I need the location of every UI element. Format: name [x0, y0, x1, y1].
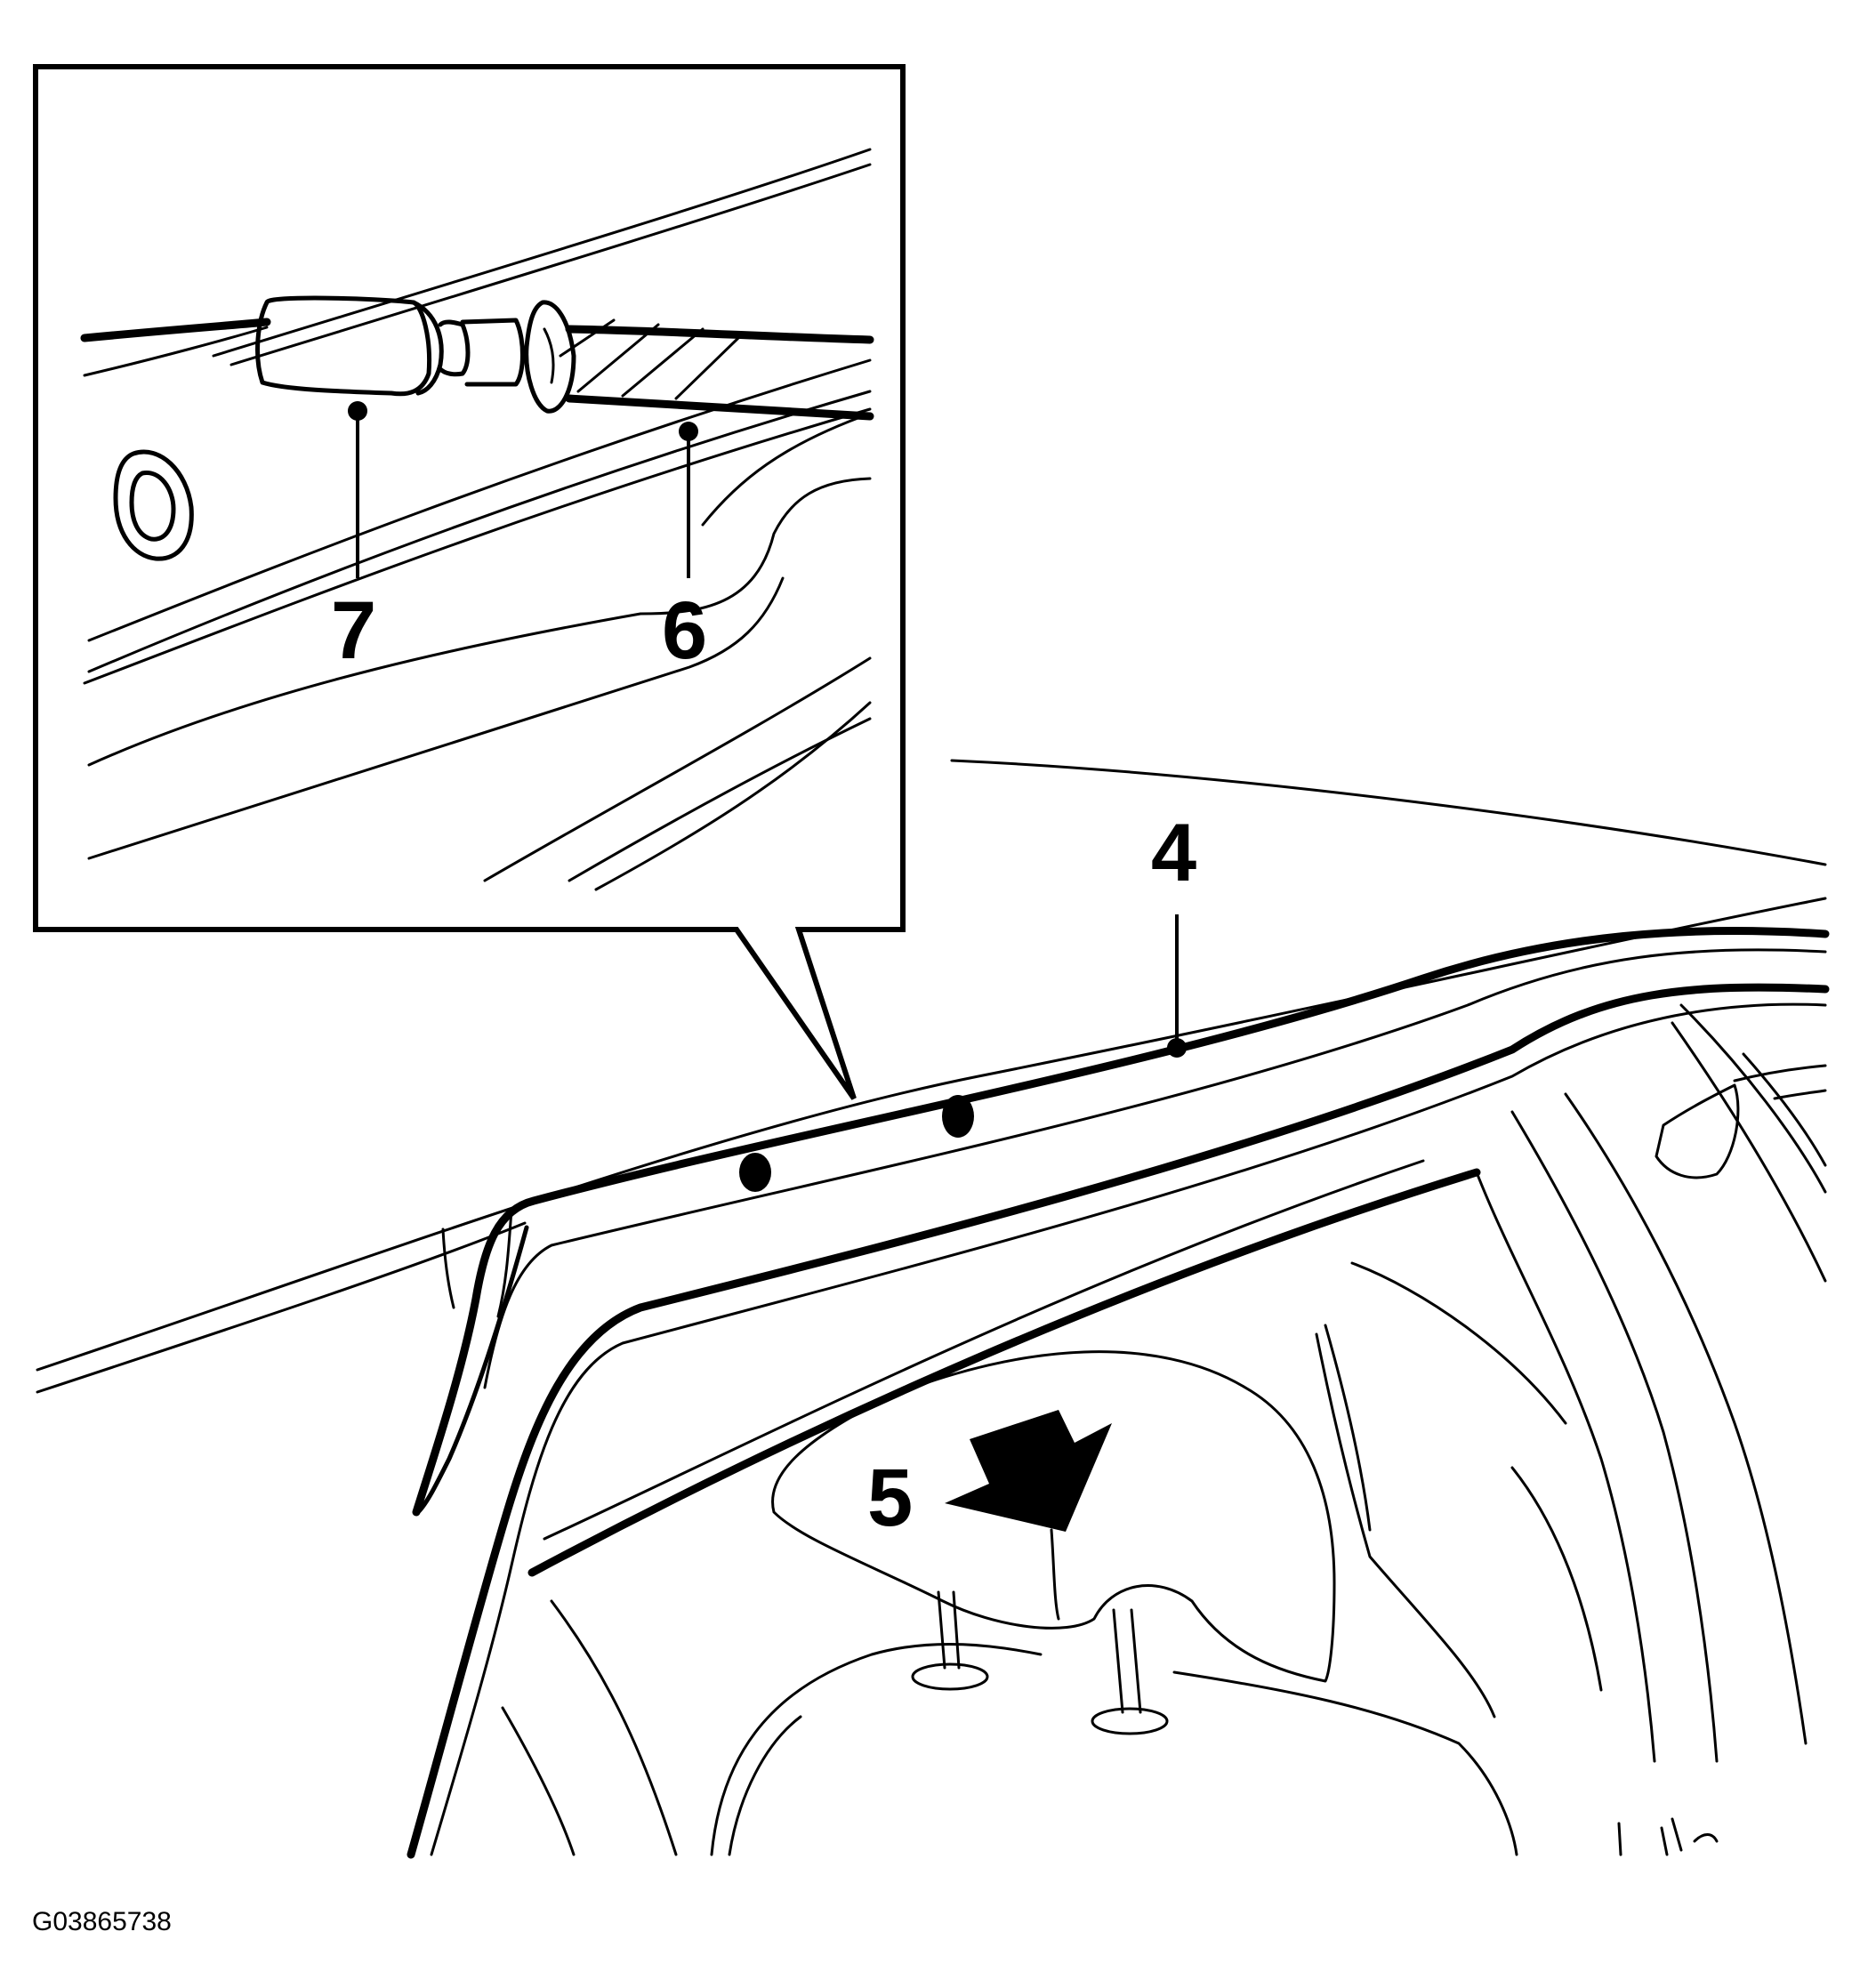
rear-window-base-thin: [543, 1159, 1425, 1541]
cable-right-bottom: [565, 394, 874, 421]
grommet-inner: [129, 471, 176, 542]
inset-line-7: [87, 477, 872, 767]
callout-5: 5: [867, 1453, 913, 1543]
seal-clip-right: [942, 1095, 974, 1138]
rear-shelf-4: [1510, 1466, 1603, 1692]
headrest: [771, 1350, 1336, 1683]
rear-window-base: [527, 1168, 1481, 1577]
roof-outline: [950, 759, 1827, 866]
inset-line-3: [83, 326, 269, 377]
connector-sleeve: [255, 295, 432, 397]
window-frame-thin-2: [430, 1002, 1827, 1856]
body-edge-lower: [36, 1221, 527, 1394]
headrest-post-right: [1112, 1608, 1142, 1714]
pillar-right-1: [1475, 1171, 1656, 1763]
seal-strip-outer: [412, 927, 1830, 1517]
rear-shelf-1: [1324, 1324, 1372, 1532]
window-frame-thin-1: [483, 948, 1827, 1389]
cable-right-top: [565, 325, 874, 344]
trim-clip: [1655, 1083, 1740, 1179]
cable-twist: [559, 318, 740, 400]
roof-line-right-2: [1773, 1089, 1827, 1100]
connector-sleeve-end: [411, 300, 444, 396]
pillar-right-4: [1671, 1021, 1827, 1283]
roof-line-right: [1733, 1064, 1827, 1083]
figure-id: G03865738: [32, 1907, 172, 1936]
inset-line-10: [483, 656, 872, 882]
rear-shelf-3: [1350, 1261, 1567, 1425]
pillar-left-a: [441, 1227, 455, 1309]
rear-shelf-2: [1315, 1332, 1496, 1718]
seat-back-left: [728, 1715, 802, 1856]
leader-4-dot: [1167, 1038, 1187, 1058]
seal-clip-left: [739, 1153, 771, 1192]
connector-pin: [438, 319, 471, 377]
seal-strip-inner: [407, 983, 1830, 1859]
seat-back-right: [1172, 1670, 1518, 1856]
main-view: [36, 759, 1830, 1859]
cable-top: [80, 318, 271, 342]
seat-side-line-2: [501, 1706, 576, 1856]
seat-side-line-1: [550, 1599, 678, 1856]
inset-line-11: [594, 701, 872, 891]
headrest-grommet-right: [1091, 1707, 1169, 1735]
pillar-right-5: [1679, 1003, 1827, 1194]
cable-end-collar: [524, 300, 576, 414]
seat-back-top: [710, 1642, 1043, 1856]
pillar-left-c: [415, 1225, 529, 1515]
grommet-outer: [113, 449, 194, 561]
direction-arrow: [945, 1410, 1112, 1532]
inset-line-2: [229, 163, 872, 366]
inset-frame: [33, 64, 906, 1100]
pillar-right-3: [1564, 1092, 1808, 1745]
headrest-grommet-left: [911, 1662, 989, 1691]
headrest-inner: [1050, 1528, 1060, 1621]
headrest-post-left: [937, 1590, 961, 1670]
inset-line-5: [87, 390, 872, 673]
callout-6: 6: [662, 585, 707, 676]
bottom-right-marks: [1617, 1817, 1719, 1856]
cable-end-collar-inner: [543, 327, 555, 384]
connector-nut: [460, 318, 525, 387]
inset-line-1: [212, 148, 872, 358]
pillar-right-2: [1510, 1110, 1719, 1763]
pillar-right-6: [1742, 1052, 1827, 1167]
inset-line-8: [87, 576, 785, 860]
inset-line-9: [701, 412, 872, 527]
inset-line-6: [83, 407, 872, 685]
callout-4: 4: [1151, 808, 1196, 898]
inset-line-12: [568, 717, 872, 882]
body-edge-upper: [36, 897, 1827, 1372]
detail-inset: [33, 64, 906, 1100]
pillar-left-b: [496, 1208, 513, 1318]
callout-7: 7: [331, 585, 376, 676]
